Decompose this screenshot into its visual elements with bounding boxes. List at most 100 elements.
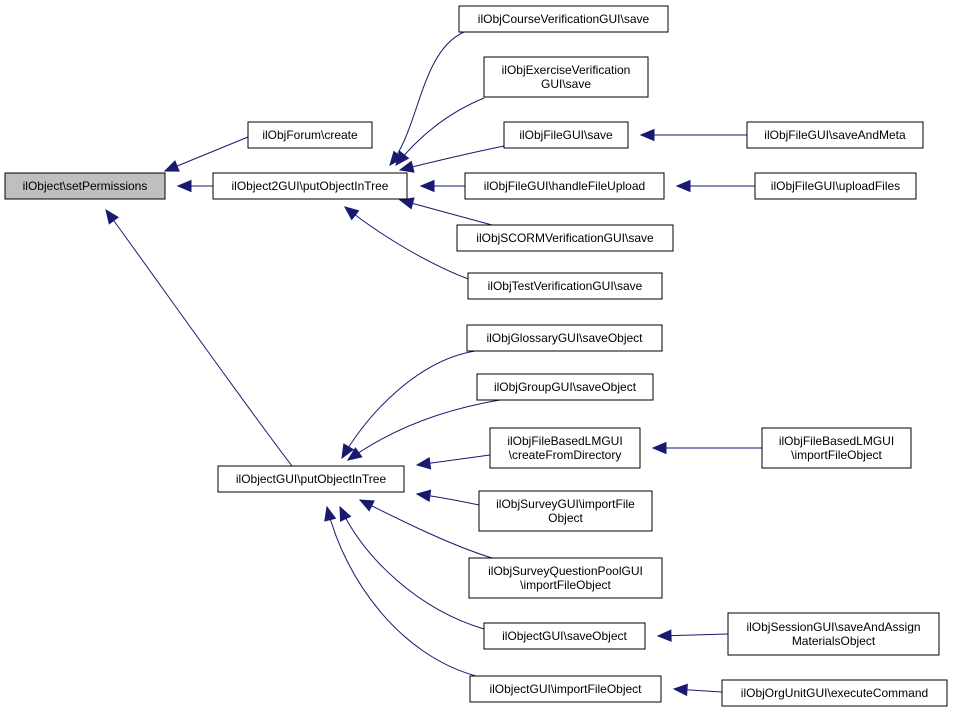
node-label: ilObject\setPermissions [23, 179, 148, 193]
arrowhead [651, 441, 667, 455]
node-box[interactable] [456, 224, 674, 252]
graph-node[interactable]: ilObjSurveyQuestionPoolGUI\importFileObj… [468, 557, 663, 599]
graph-node[interactable]: ilObjFileGUI\saveAndMeta [746, 121, 924, 149]
graph-node[interactable]: ilObjGlossaryGUI\saveObject [466, 324, 663, 352]
node-box[interactable] [503, 121, 629, 149]
node-label: GUI\save [541, 77, 591, 91]
graph-node[interactable]: ilObjFileGUI\save [503, 121, 629, 149]
node-label: ilObjOrgUnitGUI\executeCommand [741, 686, 928, 700]
node-box[interactable] [464, 172, 665, 200]
graph-node[interactable]: ilObjectGUI\saveObject [483, 622, 646, 650]
node-box[interactable] [212, 172, 408, 200]
arrowhead [395, 150, 410, 167]
edge-n9-n2 [343, 206, 472, 281]
edge-line [359, 499, 493, 559]
graph-node[interactable]: ilObjGroupGUI\saveObject [476, 373, 654, 401]
node-box[interactable] [483, 622, 646, 650]
graph-node[interactable]: ilObjOrgUnitGUI\executeCommand [721, 679, 948, 707]
edge-line [341, 350, 476, 459]
node-label: ilObjSurveyQuestionPoolGUI [488, 564, 643, 578]
node-box[interactable] [217, 465, 405, 493]
node-label: ilObjFileGUI\save [519, 128, 613, 142]
node-label: ilObjFileGUI\uploadFiles [771, 179, 900, 193]
node-box[interactable] [727, 612, 940, 656]
arrowhead [415, 489, 432, 502]
node-box[interactable] [754, 172, 917, 200]
node-box[interactable] [761, 427, 912, 469]
node-label: ilObjFileGUI\saveAndMeta [764, 128, 906, 142]
node-label: ilObjectGUI\saveObject [502, 629, 627, 643]
node-label: ilObjSurveyGUI\importFile [496, 497, 635, 511]
edges-layer [105, 31, 762, 697]
arrowhead [419, 179, 435, 193]
node-box[interactable] [466, 324, 663, 352]
graph-node[interactable]: ilObjSurveyGUI\importFileObject [478, 490, 653, 532]
node-label: ilObjSessionGUI\saveAndAssign [746, 620, 920, 634]
node-box[interactable] [247, 121, 373, 149]
node-box[interactable] [467, 272, 663, 300]
node-box[interactable] [476, 373, 654, 401]
graph-node[interactable]: ilObjCourseVerificationGUI\save [458, 5, 669, 33]
node-box[interactable] [458, 5, 669, 33]
node-label: \importFileObject [520, 578, 611, 592]
edge-line [399, 199, 493, 226]
graph-node[interactable]: ilObjFileBasedLMGUI\createFromDirectory [489, 427, 641, 469]
arrowhead [398, 160, 415, 173]
arrowhead [324, 505, 337, 522]
arrowhead [343, 206, 360, 221]
node-box[interactable] [469, 675, 662, 703]
edge-line [339, 506, 485, 630]
graph-node[interactable]: ilObjSCORMVerificationGUI\save [456, 224, 674, 252]
edge-n14-n3 [415, 454, 491, 470]
edge-line [344, 206, 472, 281]
edge-line [105, 209, 293, 467]
edge-n21-n18 [672, 683, 723, 697]
node-box[interactable] [721, 679, 948, 707]
edge-n18-n3 [324, 505, 477, 677]
node-box[interactable] [478, 490, 653, 532]
edge-n15-n3 [415, 489, 480, 506]
edge-n7-n2 [419, 179, 465, 193]
arrowhead [656, 629, 672, 642]
edge-n20-n17 [656, 629, 729, 642]
node-box[interactable] [4, 172, 166, 200]
edge-n3-n0 [105, 208, 293, 467]
edge-n10-n6 [639, 128, 747, 142]
node-label: Object [548, 511, 583, 525]
graph-node[interactable]: ilObjForum\create [247, 121, 373, 149]
node-label: ilObjCourseVerificationGUI\save [478, 12, 650, 26]
graph-node[interactable]: ilObjectGUI\putObjectInTree [217, 465, 405, 493]
edge-line [395, 97, 485, 166]
node-label: ilObjectGUI\importFileObject [489, 682, 642, 696]
node-label: ilObjSCORMVerificationGUI\save [476, 231, 654, 245]
edge-n13-n3 [346, 399, 501, 461]
node-label: ilObject2GUI\putObjectInTree [232, 179, 389, 193]
graph-node[interactable]: ilObjFileGUI\uploadFiles [754, 172, 917, 200]
node-box[interactable] [468, 557, 663, 599]
node-box[interactable] [489, 427, 641, 469]
edge-n5-n2 [395, 97, 485, 167]
graph-node[interactable]: ilObjTestVerificationGUI\save [467, 272, 663, 300]
arrowhead [389, 150, 404, 166]
node-label: ilObjectGUI\putObjectInTree [236, 472, 387, 486]
graph-node[interactable]: ilObjFileBasedLMGUI\importFileObject [761, 427, 912, 469]
graph-node[interactable]: ilObjectGUI\importFileObject [469, 675, 662, 703]
arrowhead [176, 179, 192, 193]
focus-node[interactable]: ilObject\setPermissions [4, 172, 166, 200]
graph-node[interactable]: ilObjSessionGUI\saveAndAssignMaterialsOb… [727, 612, 940, 656]
edge-n1-n0 [163, 136, 249, 172]
nodes-layer: ilObject\setPermissions ilObjForum\create… [4, 5, 948, 707]
edge-line [326, 506, 477, 677]
node-box[interactable] [483, 56, 649, 98]
node-label: \importFileObject [791, 448, 882, 462]
node-box[interactable] [746, 121, 924, 149]
graph-node[interactable]: ilObjFileGUI\handleFileUpload [464, 172, 665, 200]
node-label: ilObjFileGUI\handleFileUpload [484, 179, 645, 193]
node-label: ilObjGroupGUI\saveObject [494, 380, 637, 394]
arrowhead [346, 447, 363, 461]
edge-n19-n14 [651, 441, 762, 455]
edge-n11-n7 [675, 179, 755, 193]
graph-node[interactable]: ilObject2GUI\putObjectInTree [212, 172, 408, 200]
